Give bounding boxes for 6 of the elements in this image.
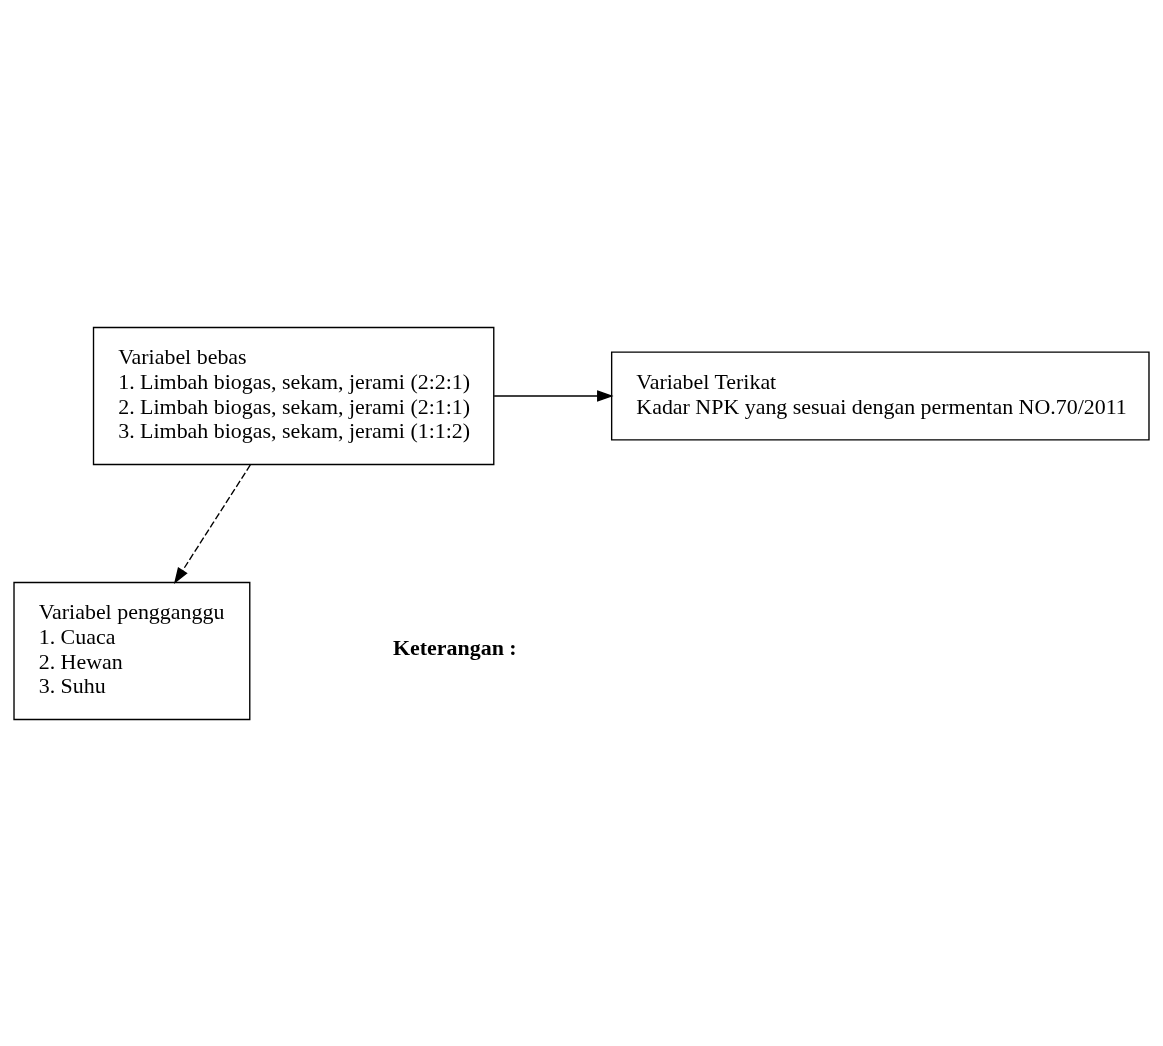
- arrow: [173, 463, 251, 584]
- node-box: Variabel pengganggu 1. Cuaca 2. Hewan 3. Suhu: [13, 581, 251, 720]
- arrow: [493, 389, 614, 402]
- node-box: Variabel bebas 1. Limbah biogas, sekam, jerami (2:2:1) 2. Limbah biogas, sekam, jerami (2:1:1) 3. Limbah biogas, sekam, jerami (1:1:2): [92, 326, 495, 465]
- label: Keterangan :: [393, 634, 517, 660]
- node-box: Variabel Terikat Kadar NPK yang sesuai dengan permentan NO.70/2011: [610, 350, 1150, 441]
